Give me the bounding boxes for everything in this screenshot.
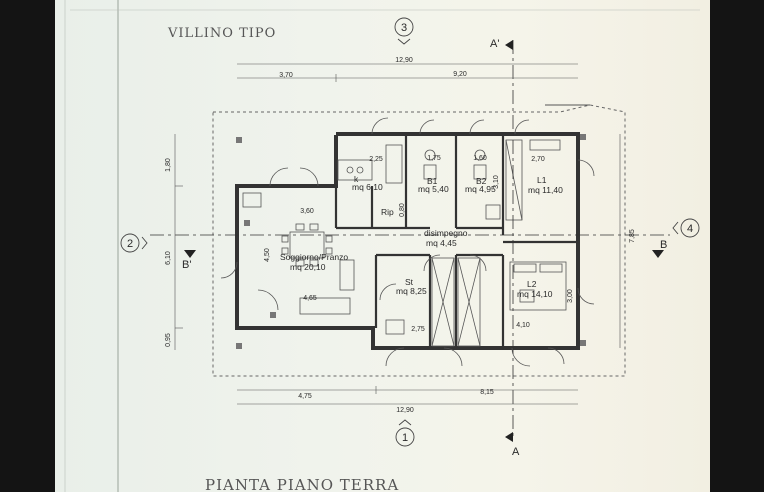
room-st-name: St: [405, 277, 414, 287]
dim-bottom-total: 12,90: [396, 407, 414, 414]
dining-table: [289, 231, 325, 259]
columns: [236, 134, 586, 349]
dimension-lines: [174, 63, 621, 405]
dim-left-top: 1,80: [165, 158, 172, 172]
room-disimpegno-name: disimpegno: [424, 228, 468, 238]
section-a-top-label: A': [490, 38, 499, 50]
dim-left-bottom: 0,95: [165, 333, 172, 347]
interior-walls: [334, 135, 578, 348]
room-b2-area: mq 4,95: [465, 184, 496, 194]
axis-bubbles: [120, 17, 700, 447]
section-arrows: [184, 40, 664, 442]
wardrobes: [431, 139, 523, 347]
site-boundary: [212, 104, 626, 377]
dim-bottom-left: 4,75: [298, 393, 312, 400]
room-l1-area: mq 11,40: [528, 185, 563, 195]
room-b1-area: mq 5,40: [418, 184, 449, 194]
dimension-texts: 12,90 3,70 9,20 4,75 8,15 12,90 1,80 6,1…: [165, 57, 636, 414]
room-k-area: mq 6,10: [352, 182, 383, 192]
double-bed: [509, 261, 567, 311]
room-soggiorno-name: Soggiorno/Pranzo: [280, 252, 348, 262]
dim-rip-width: 0,80: [399, 203, 406, 217]
section-b-left-label: B': [182, 259, 191, 271]
dim-l2-width: 4,10: [516, 322, 530, 329]
dim-st-width: 2,75: [411, 326, 425, 333]
dim-l2-height: 3,00: [567, 289, 574, 303]
room-b2-name: B2: [476, 176, 487, 186]
room-soggiorno-area: mq 20,10: [290, 262, 326, 272]
room-k-name: k: [354, 174, 359, 184]
drawing-footer-title: PIANTA PIANO TERRA: [205, 476, 399, 492]
dim-bottom-right: 8,15: [480, 389, 494, 396]
section-lines: [150, 40, 670, 440]
floor-plan: VILLINO TIPO PIANTA PIANO TERRA: [64, 0, 700, 492]
dim-b2-width: 1,60: [473, 155, 487, 162]
door-swings: [220, 117, 595, 367]
dim-living-width: 3,60: [300, 208, 314, 215]
room-labels: k mq 6,10 B1 mq 5,40 B2 mq 4,95 L1 mq 11…: [280, 174, 563, 299]
dim-right-total: 7,85: [629, 229, 636, 243]
room-l2-name: L2: [527, 279, 537, 289]
dim-living-height: 4,50: [264, 248, 271, 262]
axis-3-label: 3: [401, 22, 407, 34]
axis-1-label: 1: [402, 432, 408, 444]
sofa: [299, 297, 351, 315]
section-a-bottom-label: A: [512, 446, 520, 458]
axis-2-label: 2: [127, 238, 133, 250]
kitchen-counter: [337, 159, 373, 181]
section-b-right-label: B: [660, 239, 667, 251]
room-b1-name: B1: [427, 176, 438, 186]
dim-top-right: 9,20: [453, 71, 467, 78]
axis-4-label: 4: [687, 223, 693, 235]
dim-left-mid: 6,10: [165, 251, 172, 265]
dim-living-bottom: 4,65: [303, 295, 317, 302]
dim-b2-height: 3,10: [493, 175, 500, 189]
room-l2-area: mq 14,10: [517, 289, 553, 299]
furniture: [242, 139, 567, 335]
dim-b1-width: 1,75: [427, 155, 441, 162]
room-st-area: mq 8,25: [396, 286, 427, 296]
dim-top-left: 3,70: [279, 72, 293, 79]
drawing-sheet: VILLINO TIPO PIANTA PIANO TERRA: [55, 0, 710, 492]
dim-top-total: 12,90: [395, 57, 413, 64]
room-disimpegno-area: mq 4,45: [426, 238, 457, 248]
drawing-title: VILLINO TIPO: [167, 26, 276, 41]
exterior-walls: [235, 132, 580, 350]
dim-k-width: 2,25: [369, 156, 383, 163]
room-rip-name: Rip: [381, 207, 394, 217]
room-l1-name: L1: [537, 175, 547, 185]
dim-l1-width: 2,70: [531, 156, 545, 163]
